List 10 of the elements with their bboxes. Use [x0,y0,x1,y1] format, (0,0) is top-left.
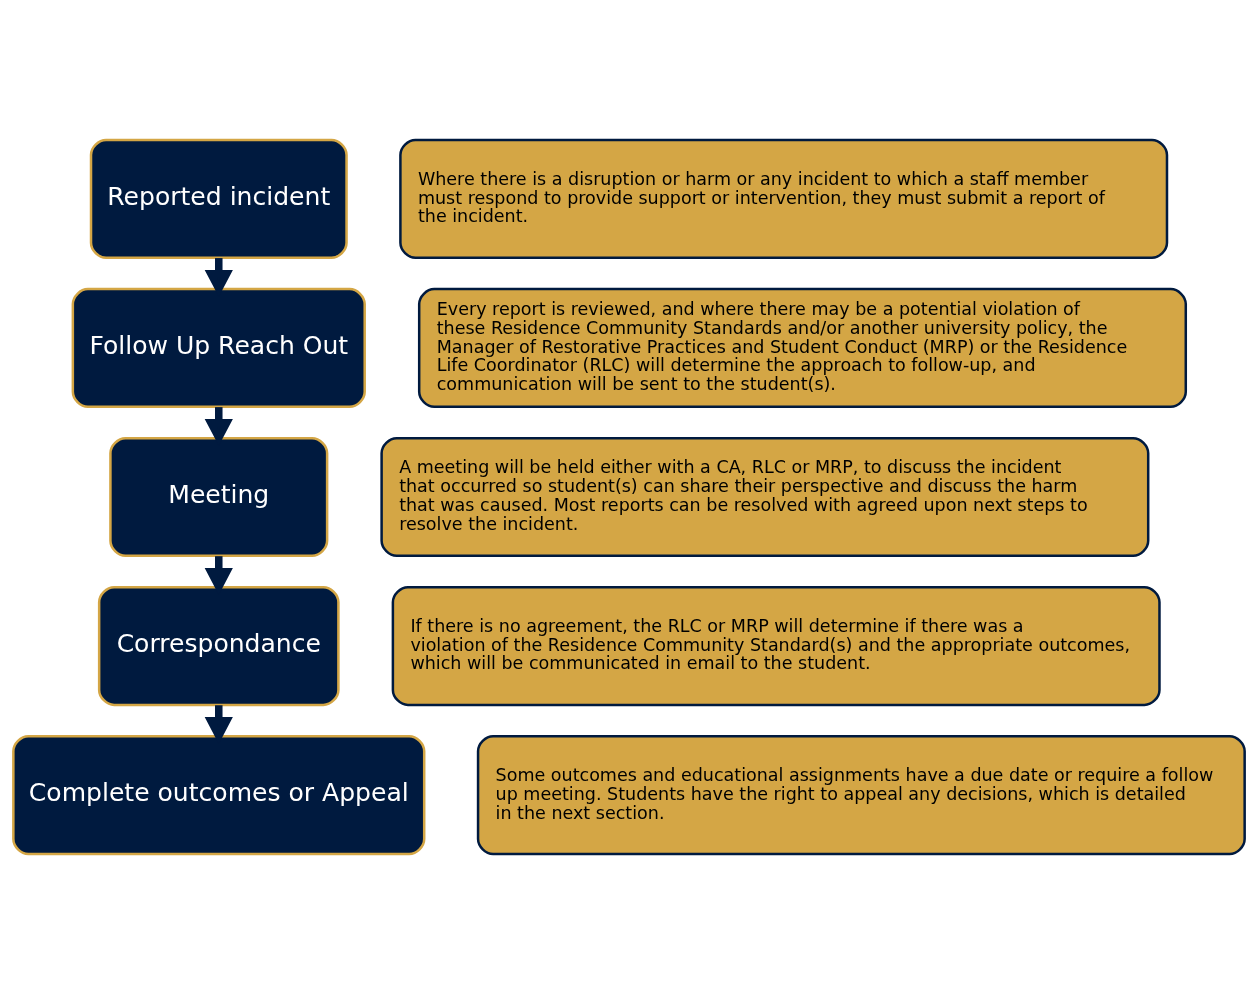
node-box: Reported incident [89,138,348,259]
node-box: Correspondance [97,585,340,706]
node-box: Complete outcomes or Appeal [12,734,426,855]
node-box: If there is no agreement, the RLC or MRP will determine if there was a violation of the Residence Community Standard(s) and the appropriate outcomes, which will be communicated in email to the student. [391,585,1161,706]
node-box: Every report is reviewed, and where there may be a potential violation of these Residence Community Standards and/or another university policy, the Manager of Restorative Practices and Student Conduct (MRP) or the Residence Life Coordinator (RLC) will determine the approach to follow-up, and communication will be sent to the student(s). [417,287,1188,408]
node-box: Follow Up Reach Out [71,287,366,408]
node-box: Where there is a disruption or harm or any incident to which a staff member must respond to provide support or intervention, they must submit a report of the incident. [399,138,1169,259]
node-box: A meeting will be held either with a CA, RLC or MRP, to discuss the incident that occurred so student(s) can share their perspective and discuss the harm that was caused. Most reports can be resolved with agreed upon next steps to resolve the incident. [380,436,1150,557]
node-box: Some outcomes and educational assignments have a due date or require a follow up meeting. Students have the right to appeal any decisions, which is detailed in the next section. [476,734,1246,855]
node-box: Meeting [109,436,329,557]
